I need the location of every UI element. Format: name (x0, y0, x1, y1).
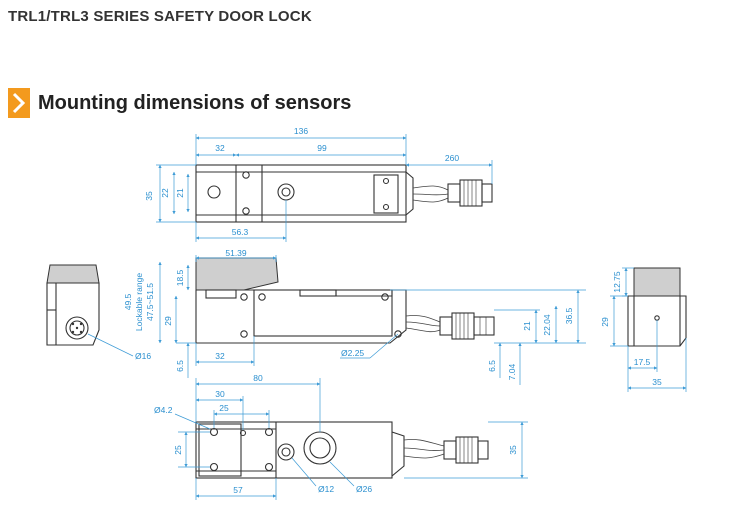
document-title: TRL1/TRL3 SERIES SAFETY DOOR LOCK (8, 8, 312, 25)
dimension-label: 35 (144, 191, 154, 201)
bottom-large-hole (303, 431, 337, 465)
right-end-view: 12.75 29 17.5 35 (600, 267, 687, 392)
dimension-label: 12.75 (612, 271, 622, 293)
dimension-label: 21 (175, 188, 185, 198)
dimension-label: Lockable range (134, 273, 144, 331)
dimension-label: Ø12 (318, 484, 334, 494)
dimension-label: Ø2.25 (341, 348, 364, 358)
bottom-rotary-switch (277, 443, 295, 461)
dimension-label: 29 (600, 317, 610, 327)
dimension-label: 51.39 (225, 248, 247, 258)
dimension-label: 22.04 (542, 314, 552, 336)
dimension-label: 260 (445, 153, 459, 163)
chevron-right-icon (8, 88, 30, 118)
dimension-label: 25 (173, 445, 183, 455)
dimension-label: 49.5 (123, 293, 133, 310)
dimension-label: 35 (652, 377, 662, 387)
dimension-label: 32 (215, 143, 225, 153)
top-view-hole (207, 185, 221, 199)
dimension-label: Ø16 (135, 351, 151, 361)
section-title: Mounting dimensions of sensors (38, 91, 352, 114)
dimension-label: 6.5 (175, 360, 185, 372)
dimension-label: 30 (215, 389, 225, 399)
dimension-label: 47.5~51.5 (145, 283, 155, 321)
dimension-label: 80 (253, 373, 263, 383)
dimension-label: 35 (508, 445, 518, 455)
dimension-label: 136 (294, 126, 308, 136)
side-view: 51.39 18.5 49.5 Lockable range 47.5~51.5… (123, 248, 586, 385)
dimension-label: 36.5 (564, 307, 574, 324)
section-heading: Mounting dimensions of sensors (8, 88, 351, 118)
connector-face (65, 316, 89, 340)
dimension-label: 21 (522, 321, 532, 331)
dimension-label: Ø4.2 (154, 405, 173, 415)
dimension-label: 6.5 (487, 360, 497, 372)
bottom-view: 80 30 25 Ø4.2 25 35 57 Ø12 Ø26 (154, 373, 528, 500)
top-view: 136 32 99 260 35 22 21 56.3 (144, 126, 493, 242)
dimension-label: 32 (215, 351, 225, 361)
dimension-label: 99 (317, 143, 327, 153)
dimension-label: 56.3 (232, 227, 249, 237)
dimension-label: 29 (163, 316, 173, 326)
top-view-rotary-switch (277, 183, 295, 201)
dimension-label: 57 (233, 485, 243, 495)
top-view-body (195, 164, 407, 223)
dimension-label: 7.04 (507, 363, 517, 380)
dimension-label: 18.5 (175, 269, 185, 286)
dimension-label: 22 (160, 188, 170, 198)
dimension-label: 17.5 (634, 357, 651, 367)
left-end-view: Ø16 (46, 264, 151, 361)
latch-head (195, 257, 279, 291)
dimension-label: Ø26 (356, 484, 372, 494)
dimension-label: 25 (219, 403, 229, 413)
